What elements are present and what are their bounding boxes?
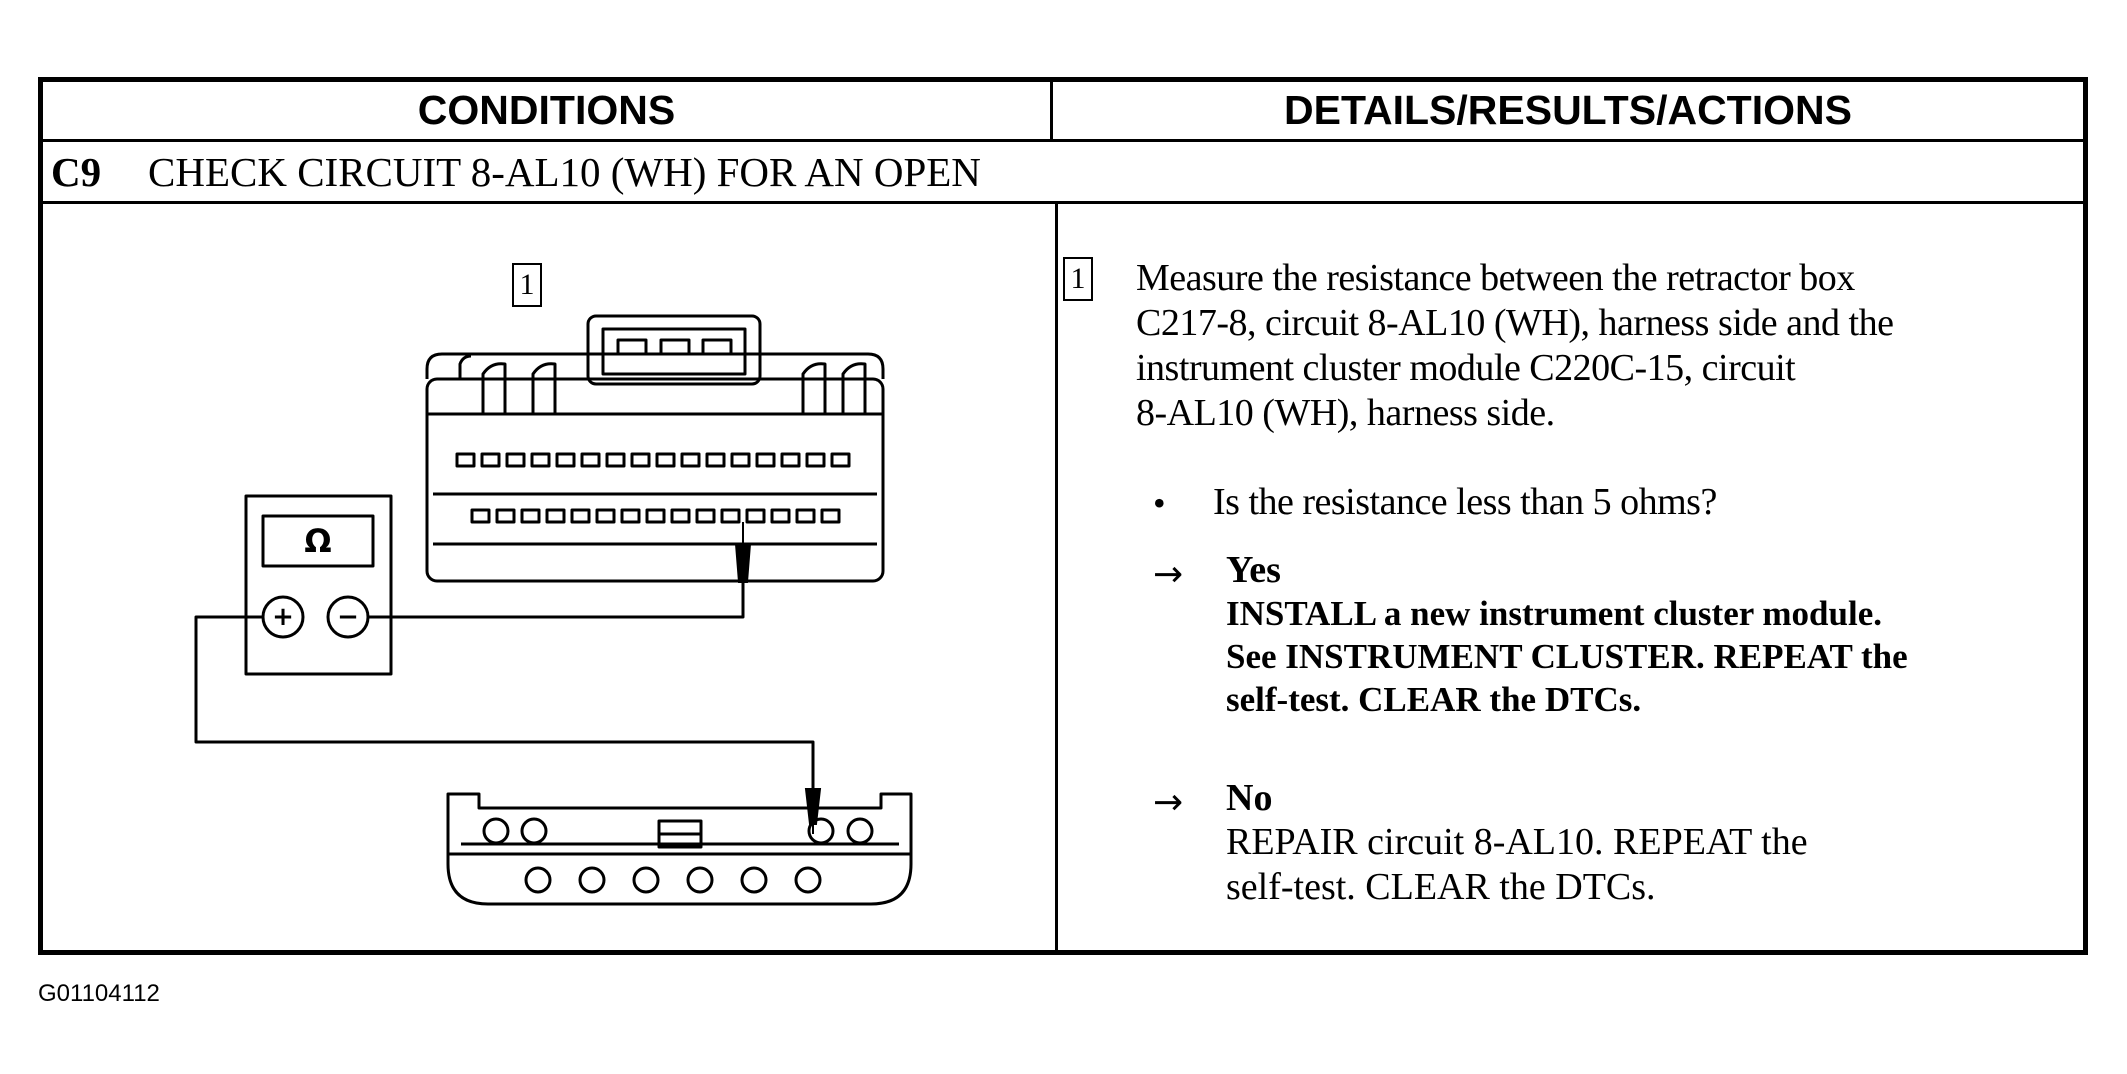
step-id: C9	[51, 149, 102, 195]
instrument-cluster-connector	[446, 792, 913, 906]
figure-id: G01104112	[38, 980, 160, 1007]
conditions-step-marker: 1	[512, 263, 542, 307]
upper-pin-row	[455, 452, 851, 468]
minus-terminal-icon: −	[337, 602, 359, 632]
plus-terminal-icon: +	[272, 602, 294, 632]
yes-label: Yes	[1226, 549, 1281, 591]
step-title: CHECK CIRCUIT 8-AL10 (WH) FOR AN OPEN	[148, 149, 981, 195]
instruction-line: C217-8, circuit 8-AL10 (WH), harness sid…	[1136, 302, 1894, 344]
ohm-symbol: Ω	[304, 522, 332, 560]
table-header-row: CONDITIONS DETAILS/RESULTS/ACTIONS	[43, 82, 2083, 142]
wiring-diagram	[194, 314, 913, 906]
ohmmeter	[244, 494, 393, 676]
step-title-row: C9 CHECK CIRCUIT 8-AL10 (WH) FOR AN OPEN	[43, 142, 2083, 204]
bullet-icon: •	[1153, 483, 1166, 523]
details-cell: 1 Measure the resistance between the ret…	[1058, 204, 2088, 955]
no-label: No	[1226, 777, 1273, 819]
instruction-line: 8-AL10 (WH), harness side.	[1136, 392, 1555, 434]
no-action: REPAIR circuit 8-AL10. REPEAT the self-t…	[1226, 820, 1808, 910]
instruction-line: instrument cluster module C220C-15, circ…	[1136, 347, 1796, 389]
retractor-box-connector	[425, 314, 885, 583]
instruction-text: Measure the resistance between the retra…	[1136, 256, 1894, 436]
question-text: Is the resistance less than 5 ohms?	[1213, 481, 1717, 523]
column-divider	[1055, 204, 1058, 955]
no-action-line: REPAIR circuit 8-AL10. REPEAT the	[1226, 821, 1808, 863]
yes-action-line: INSTALL a new instrument cluster module.	[1226, 594, 1882, 633]
conditions-header: CONDITIONS	[43, 82, 1053, 139]
no-action-line: self-test. CLEAR the DTCs.	[1226, 866, 1656, 908]
instruction-line: Measure the resistance between the retra…	[1136, 257, 1855, 299]
yes-action: INSTALL a new instrument cluster module.…	[1226, 592, 1908, 721]
conditions-cell: 1	[43, 204, 1053, 955]
diagnostic-table: CONDITIONS DETAILS/RESULTS/ACTIONS C9 CH…	[38, 77, 2088, 955]
no-arrow-icon: →	[1153, 782, 1184, 823]
yes-action-line: See INSTRUMENT CLUSTER. REPEAT the	[1226, 637, 1908, 676]
details-header: DETAILS/RESULTS/ACTIONS	[1284, 87, 1852, 133]
details-step-marker: 1	[1063, 257, 1093, 301]
yes-arrow-icon: →	[1153, 554, 1184, 595]
yes-action-line: self-test. CLEAR the DTCs.	[1226, 680, 1642, 719]
test-leads	[194, 554, 815, 789]
lower-pin-row	[470, 508, 841, 524]
